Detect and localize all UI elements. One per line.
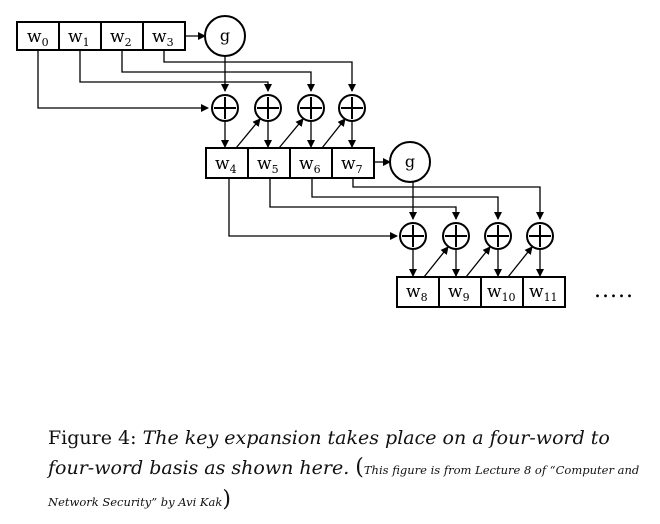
chain-w6-to-xor7 [321, 118, 346, 149]
word-label-w10: w10 [487, 282, 516, 304]
figure-caption: Figure 4: The key expansion takes place … [48, 424, 648, 517]
caption-note: This figure is from Lecture 8 of “Comput… [48, 463, 640, 509]
wire-w6-to-xor10 [311, 178, 502, 220]
wire-w1-to-xor5 [79, 50, 272, 92]
word-label-w8: w8 [406, 282, 428, 304]
xor-row-2 [399, 222, 554, 250]
word-box-w4 [205, 147, 249, 179]
wire-w2-to-xor6 [121, 50, 315, 92]
word-label-w6: w6 [299, 154, 321, 176]
word-label-w5: w5 [257, 154, 279, 176]
xor-node-w11 [526, 222, 554, 250]
wire-w4-to-xor8 [228, 178, 398, 240]
key-expansion-diagram: w0 w1 w2 w3 g w4 w5 w6 w7 g [16, 15, 634, 308]
wire-w0-to-xor4 [37, 50, 209, 112]
continuation-dots: ..... [594, 278, 634, 303]
word-label-w7: w7 [341, 154, 363, 176]
word-label-w4: w4 [215, 154, 237, 176]
word-row-1: w0 w1 w2 w3 [16, 21, 186, 51]
word-label-w11: w11 [529, 282, 558, 304]
word-box-w6 [289, 147, 333, 179]
caption-main-text: The key expansion takes place on a four-… [48, 427, 610, 479]
word-box-w5 [247, 147, 291, 179]
word-label-w9: w9 [448, 282, 470, 304]
xor-node-w10 [484, 222, 512, 250]
g-function-node-2 [389, 141, 431, 183]
word-label-w3: w3 [152, 27, 174, 49]
xor-row-1 [211, 94, 366, 122]
word-label-w1: w1 [68, 27, 90, 49]
word-row-2: w4 w5 w6 w7 [205, 147, 375, 179]
xor-node-w6 [297, 94, 325, 122]
caption-open-paren: ( [355, 455, 364, 480]
wire-w5-to-xor9 [269, 178, 460, 220]
chain-w8-to-xor9 [423, 246, 449, 278]
wire-w7-to-xor11 [352, 178, 544, 220]
g-label-2: g [405, 152, 415, 171]
word-label-w0: w0 [27, 27, 49, 49]
word-box-w9 [438, 276, 482, 308]
xor-node-w5 [254, 94, 282, 122]
caption-label: Figure 4: [48, 427, 137, 449]
xor-node-w7 [338, 94, 366, 122]
chain-w9-to-xor10 [465, 246, 491, 278]
caption-close-paren: ) [222, 487, 231, 512]
xor-node-w9 [442, 222, 470, 250]
chain-w10-to-xor11 [507, 246, 533, 278]
chain-w5-to-xor6 [278, 118, 304, 149]
word-label-w2: w2 [110, 27, 132, 49]
word-box-w10 [480, 276, 524, 308]
word-box-w11 [522, 276, 566, 308]
word-box-w8 [396, 276, 440, 308]
xor-node-w8 [399, 222, 427, 250]
wire-w3-to-xor7 [163, 50, 356, 92]
xor-node-w4 [211, 94, 239, 122]
word-row-3: w8 w9 w10 w11 [396, 276, 566, 308]
chain-w4-to-xor5 [235, 118, 261, 149]
g-label-1: g [220, 26, 230, 45]
word-box-w7 [331, 147, 375, 179]
